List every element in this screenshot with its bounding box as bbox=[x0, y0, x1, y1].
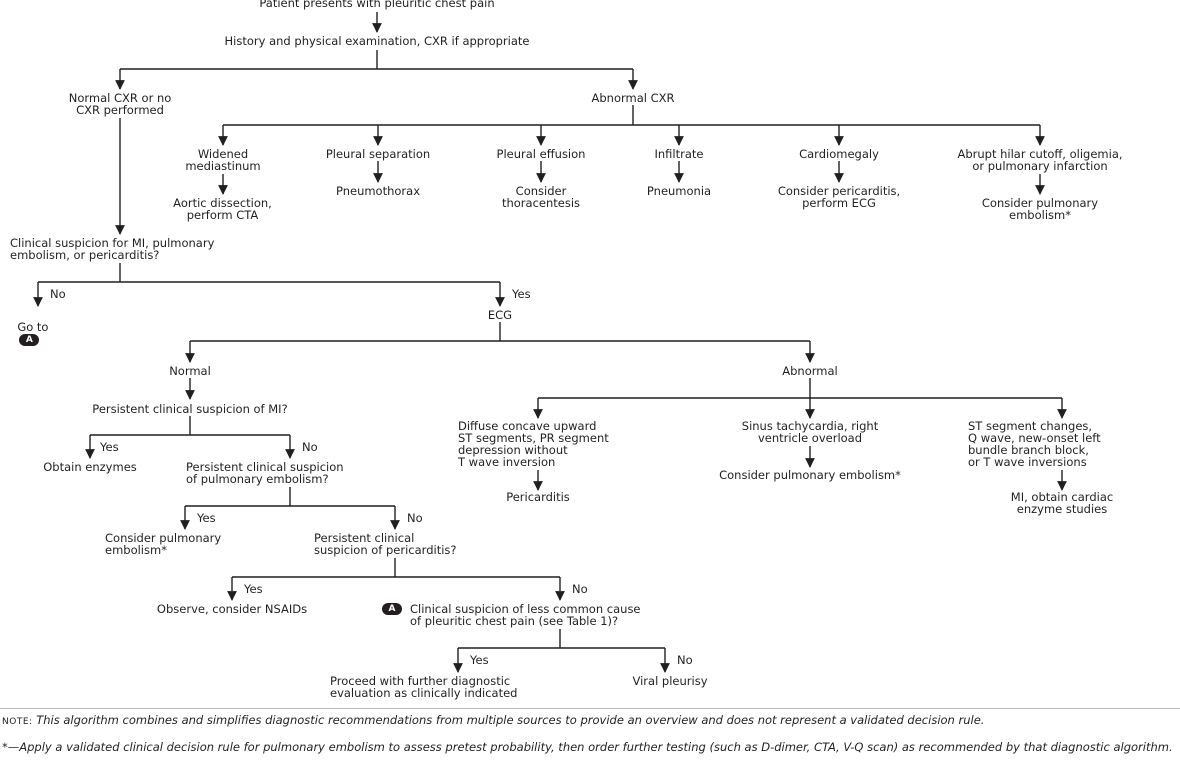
node-hilar-cutoff: Abrupt hilar cutoff, oligemia, or pulmon… bbox=[957, 147, 1123, 173]
node-consider-pe-3: Consider pulmonary embolism* bbox=[719, 468, 901, 482]
note-label: NOTE: bbox=[2, 717, 33, 727]
node-pneumonia: Pneumonia bbox=[646, 184, 712, 198]
node-proceed: Proceed with further diagnostic evaluati… bbox=[330, 674, 518, 700]
label-no-4: No bbox=[572, 582, 588, 596]
less-common-text: Clinical suspicion of less common cause … bbox=[410, 602, 641, 628]
label-yes-4: Yes bbox=[244, 582, 263, 596]
node-start: Patient presents with pleuritic chest pa… bbox=[259, 0, 495, 10]
node-abnormal-cxr: Abnormal CXR bbox=[591, 91, 675, 105]
note-text: This algorithm combines and simplifies d… bbox=[36, 713, 985, 727]
label-yes-5: Yes bbox=[470, 653, 489, 667]
label-no-2: No bbox=[302, 440, 318, 454]
node-observe-nsaids: Observe, consider NSAIDs bbox=[156, 602, 308, 616]
node-sinus-tachycardia: Sinus tachycardia, right ventricle overl… bbox=[741, 419, 879, 445]
node-thoracentesis: Consider thoracentesis bbox=[501, 184, 581, 210]
footnote-note: NOTE: This algorithm combines and simpli… bbox=[2, 714, 1178, 729]
node-widened-mediastinum: Widened mediastinum bbox=[185, 147, 261, 173]
node-pleural-separation: Pleural separation bbox=[325, 147, 431, 161]
node-pericarditis: Pericarditis bbox=[506, 490, 570, 504]
label-no-5: No bbox=[677, 653, 693, 667]
node-mi-enzyme-studies: MI, obtain cardiac enzyme studies bbox=[1010, 490, 1114, 516]
node-cardiomegaly: Cardiomegaly bbox=[799, 147, 879, 161]
node-persistent-mi: Persistent clinical suspicion of MI? bbox=[92, 402, 288, 416]
label-no-3: No bbox=[407, 511, 423, 525]
node-clinical-suspicion: Clinical suspicion for MI, pulmonary emb… bbox=[10, 236, 215, 262]
node-pneumothorax: Pneumothorax bbox=[335, 184, 421, 198]
footnote-star: *—Apply a validated clinical decision ru… bbox=[2, 740, 1173, 754]
node-history: History and physical examination, CXR if… bbox=[224, 34, 530, 48]
node-consider-pe-2: Consider pulmonary embolism* bbox=[105, 531, 222, 557]
badge-a-marker-icon: A bbox=[382, 603, 402, 615]
node-ecg: ECG bbox=[487, 308, 513, 322]
node-ecg-normal: Normal bbox=[169, 364, 211, 378]
node-normal-cxr: Normal CXR or no CXR performed bbox=[68, 91, 172, 117]
node-persistent-pericarditis: Persistent clinical suspicion of pericar… bbox=[314, 531, 457, 557]
node-diffuse-st: Diffuse concave upward ST segments, PR s… bbox=[458, 419, 609, 469]
node-viral-pleurisy: Viral pleurisy bbox=[632, 674, 708, 688]
goto-text: Go to bbox=[17, 320, 49, 334]
node-infiltrate: Infiltrate bbox=[654, 147, 704, 161]
node-consider-pericarditis: Consider pericarditis, perform ECG bbox=[777, 184, 901, 210]
node-ecg-abnormal: Abnormal bbox=[782, 364, 838, 378]
footnote-divider bbox=[0, 708, 1180, 709]
label-yes-3: Yes bbox=[197, 511, 216, 525]
node-pleural-effusion: Pleural effusion bbox=[496, 147, 586, 161]
label-yes-2: Yes bbox=[100, 440, 119, 454]
label-yes-1: Yes bbox=[512, 287, 531, 301]
node-persistent-pe: Persistent clinical suspicion of pulmona… bbox=[186, 460, 344, 486]
node-consider-pe-1: Consider pulmonary embolism* bbox=[981, 196, 1099, 222]
label-no-1: No bbox=[50, 287, 66, 301]
node-st-changes: ST segment changes, Q wave, new-onset le… bbox=[968, 419, 1101, 469]
node-obtain-enzymes: Obtain enzymes bbox=[43, 460, 137, 474]
node-aortic-dissection: Aortic dissection, perform CTA bbox=[173, 196, 272, 222]
badge-a-icon: A bbox=[19, 333, 40, 346]
node-goto-a: Go to A bbox=[10, 309, 110, 346]
node-less-common: A Clinical suspicion of less common caus… bbox=[380, 603, 760, 639]
